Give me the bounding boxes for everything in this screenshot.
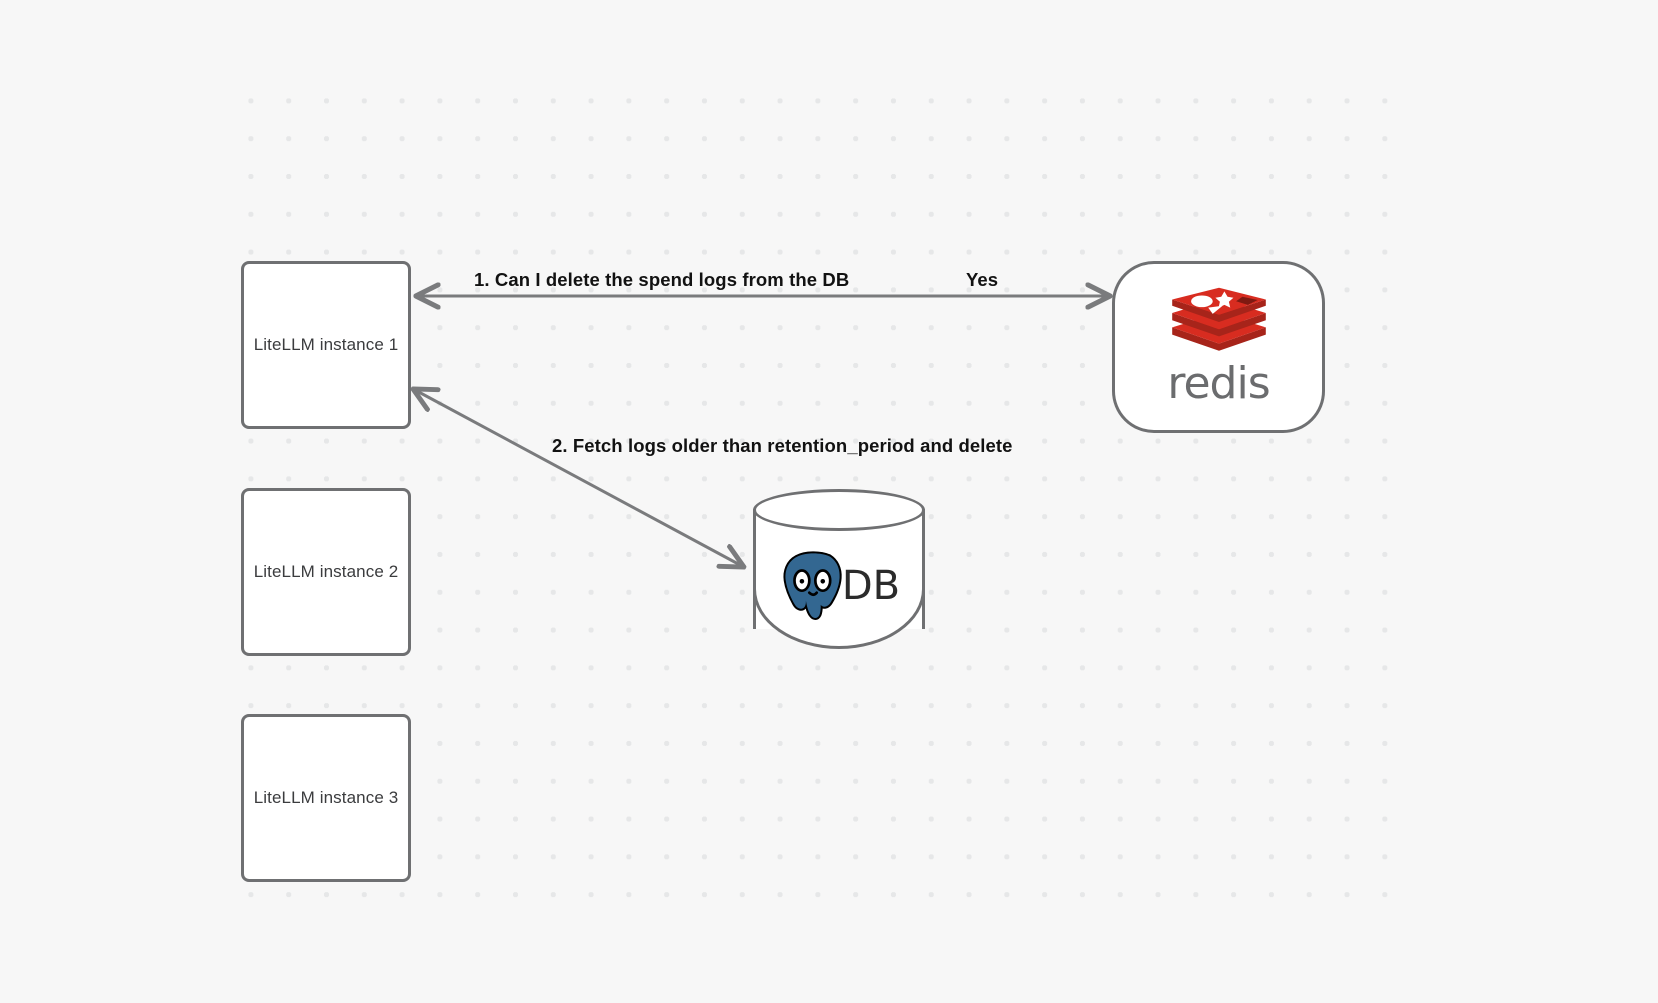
node-redis[interactable]: redis — [1112, 261, 1325, 433]
cylinder-top — [753, 489, 925, 531]
redis-wordmark: redis — [1167, 358, 1270, 409]
node-litellm-instance-1[interactable]: LiteLLM instance 1 — [241, 261, 411, 429]
db-content-group: DB — [753, 541, 925, 631]
node-litellm-instance-3[interactable]: LiteLLM instance 3 — [241, 714, 411, 882]
node-postgres-db[interactable]: DB — [753, 489, 925, 649]
node-litellm-instance-2[interactable]: LiteLLM instance 2 — [241, 488, 411, 656]
db-label: DB — [841, 563, 901, 609]
edge-litellm1-db — [415, 390, 742, 566]
node-label: LiteLLM instance 2 — [253, 562, 399, 582]
redis-logo-icon — [1171, 287, 1266, 351]
redis-logo-group: redis — [1164, 286, 1274, 406]
node-label: LiteLLM instance 3 — [253, 788, 399, 808]
node-label: LiteLLM instance 1 — [253, 335, 399, 355]
edge-label-1: 1. Can I delete the spend logs from the … — [474, 269, 850, 290]
edge-label-yes: Yes — [966, 269, 999, 290]
edge-label-2: 2. Fetch logs older than retention_perio… — [552, 435, 1013, 456]
postgresql-elephant-icon — [783, 551, 842, 620]
